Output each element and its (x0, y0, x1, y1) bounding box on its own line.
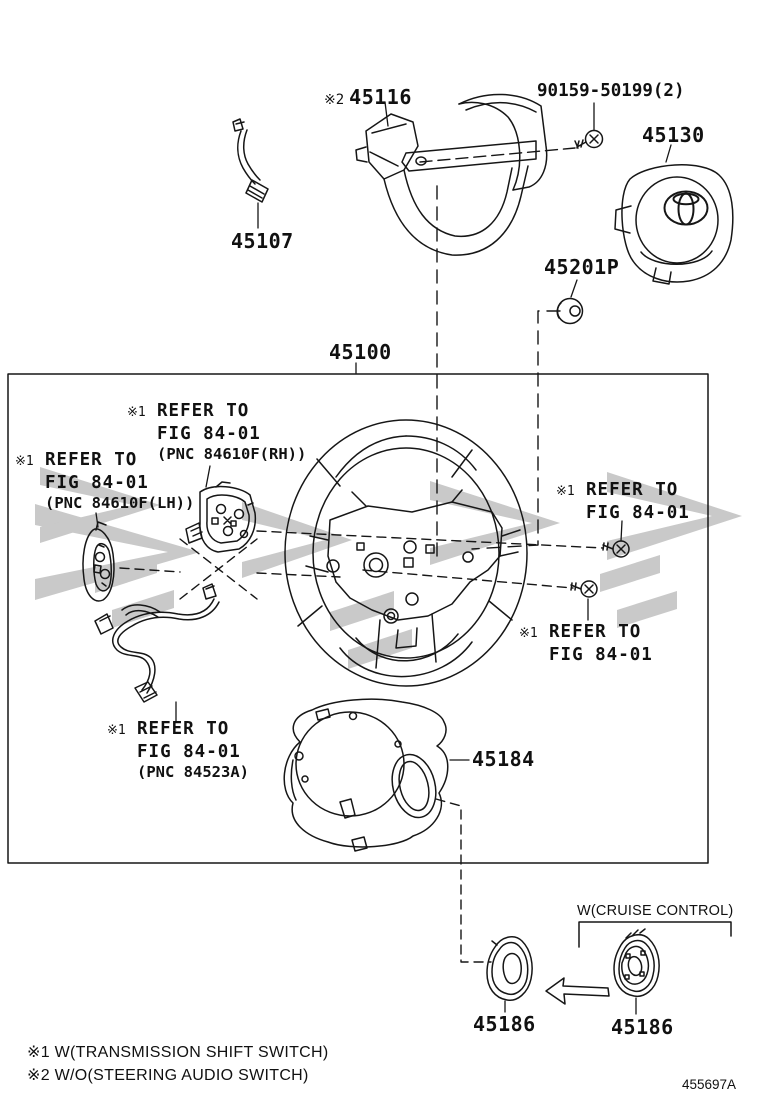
diagram-number: 455697A (682, 1077, 737, 1092)
cruise-control-label: W(CRUISE CONTROL) (577, 903, 734, 919)
switch-rh-drawing (185, 481, 257, 553)
steering-wheel-drawing (284, 419, 528, 687)
part-label-45201p: 45201P (544, 255, 620, 279)
wire-harness-drawing (94, 583, 220, 703)
nut-45201p-drawing (556, 297, 584, 325)
part-label-45186-right: 45186 (611, 1015, 674, 1039)
lower-cover-45184-drawing (283, 698, 449, 852)
dashed-lines (119, 147, 604, 963)
toyota-logo-icon (663, 190, 709, 226)
assembly-box-45100 (7, 373, 709, 864)
part-label-45186-left: 45186 (473, 1012, 536, 1036)
note-mark-2: ※2 (324, 92, 345, 108)
screw-lower-drawing (570, 580, 598, 598)
direction-arrow-icon (545, 977, 610, 1005)
part-label-45184: 45184 (472, 747, 535, 771)
footnote-2: ※2 W/O(STEERING AUDIO SWITCH) (27, 1067, 309, 1084)
part-45130-drawing (614, 164, 734, 285)
part-label-45100: 45100 (329, 340, 392, 364)
watermark-logo (35, 467, 742, 669)
screw-90159-drawing (574, 129, 604, 149)
cover-45186-right-drawing (613, 928, 660, 998)
cruise-control-bracket (578, 921, 732, 948)
part-label-45107: 45107 (231, 229, 294, 253)
part-label-45130: 45130 (642, 123, 705, 147)
paddle-switch-lh-drawing (82, 521, 115, 602)
part-45107-drawing (232, 118, 269, 203)
part-45116-drawing (355, 93, 548, 256)
cover-45186-left-drawing (486, 936, 533, 1001)
footnote-1: ※1 W(TRANSMISSION SHIFT SWITCH) (27, 1044, 329, 1061)
leader-lines (95, 101, 672, 1015)
part-label-90159-50199: 90159-50199(2) (537, 81, 685, 101)
